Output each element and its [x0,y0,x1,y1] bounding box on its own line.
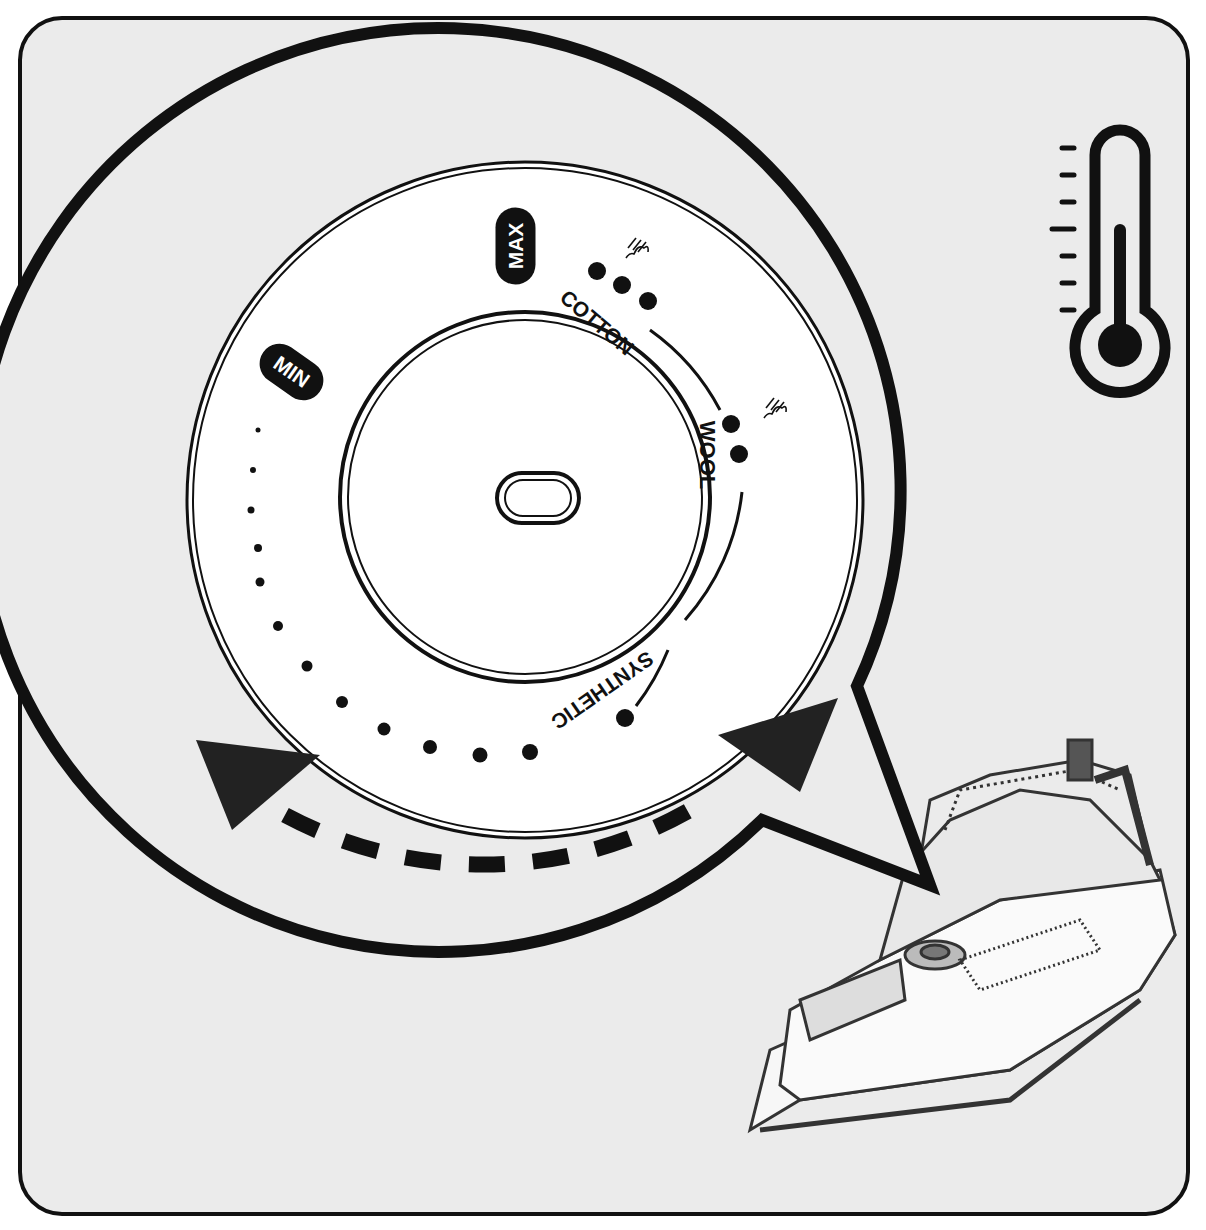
dial-pointer [497,473,579,523]
steam-symbol [626,238,786,418]
fabric-label: WOOL [696,421,718,489]
pointer-inner [505,480,571,516]
arrowhead [718,698,838,792]
setting-arc [650,330,720,410]
setting-pill: MAX [495,208,535,285]
dial-rim [193,168,857,832]
knob-inner [348,320,702,674]
arrowhead [196,740,320,830]
dial-knob [340,312,710,682]
setting-arc [685,492,742,620]
callout-bubble [0,28,930,952]
setting-label: MAX [503,223,527,270]
thermometer-icon [1052,130,1165,392]
dial-face [187,162,863,838]
rotation-arc [285,810,690,865]
range-dots [248,428,539,763]
